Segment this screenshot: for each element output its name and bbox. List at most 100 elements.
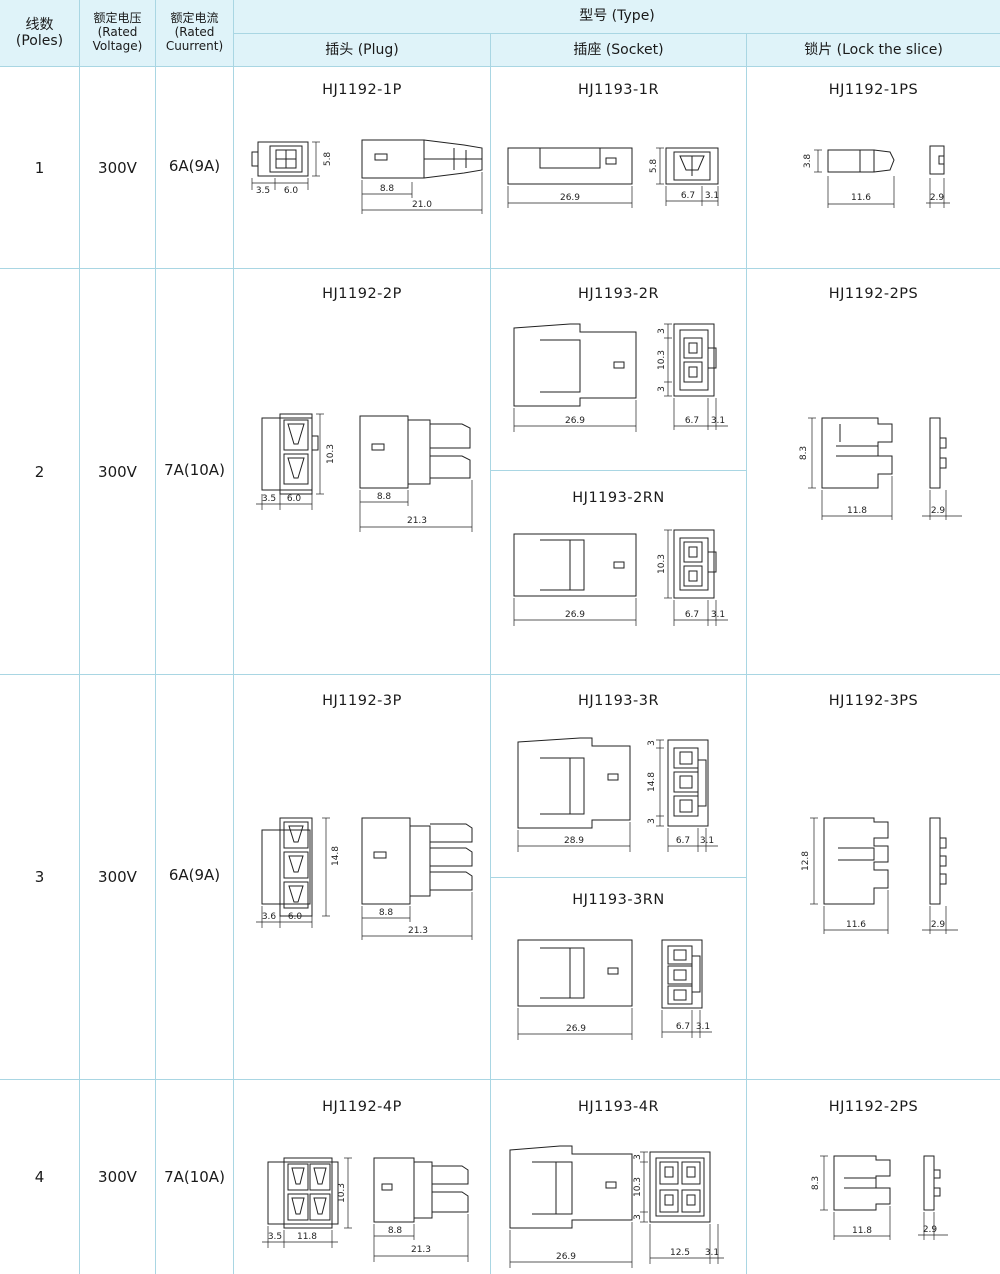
- plug-side-drawing-3p: [361, 817, 473, 905]
- header-lock: 锁片 (Lock the slice): [747, 34, 1000, 66]
- socket-front-drawing-3rn: [661, 939, 703, 1009]
- dimension-label: 14.8: [647, 772, 657, 792]
- plug-side-drawing-2p: [359, 415, 471, 489]
- dimension-label: 8.3: [811, 1176, 821, 1190]
- dimension-label: 8.8: [379, 908, 394, 918]
- socket-model-name: HJ1193-3RN: [572, 892, 665, 908]
- header-current-cn: 额定电流: [170, 11, 219, 26]
- header-poles: 线数 (Poles): [0, 0, 79, 66]
- dimension-label: 6.7: [685, 610, 699, 620]
- dimension-label: 8.8: [388, 1226, 403, 1236]
- plug-front-drawing-3p: [261, 817, 313, 917]
- voltage-cell: 300V: [98, 1168, 137, 1186]
- grid-line: [0, 674, 1000, 675]
- socket-side-drawing-1r: [507, 147, 633, 185]
- plug-front-drawing-1p: [251, 141, 309, 177]
- lock-side-drawing-3ps: [823, 817, 889, 905]
- dimension-label: 3: [633, 1154, 643, 1160]
- dimension-label: 26.9: [565, 610, 585, 620]
- plug-model-name: HJ1192-3P: [322, 693, 402, 709]
- dimension-label: 10.3: [337, 1183, 347, 1203]
- voltage-cell: 300V: [98, 462, 137, 481]
- dimension-label: 12.5: [670, 1248, 690, 1258]
- header-lock-label: 锁片 (Lock the slice): [804, 41, 943, 58]
- header-poles-cn: 线数: [25, 16, 54, 33]
- dimension-label: 2.9: [931, 506, 946, 516]
- dimension-label: 3: [647, 818, 657, 824]
- lock-model-name: HJ1192-2PS: [828, 286, 919, 302]
- lock-side-drawing-4ps: [833, 1155, 891, 1211]
- dimension-label: 11.6: [846, 920, 866, 930]
- dimension-label: 11.8: [852, 1226, 872, 1236]
- dimension-label: 3: [633, 1214, 643, 1220]
- voltage-cell: 300V: [98, 158, 137, 177]
- dimension-label: 21.3: [408, 926, 428, 936]
- socket-side-drawing-3r: [517, 737, 631, 829]
- socket-side-drawing-4r: [509, 1145, 633, 1229]
- dimension-label: 3.8: [803, 154, 813, 169]
- header-current-en-2: Cuurrent): [165, 38, 224, 53]
- lock-end-drawing-3ps: [929, 817, 947, 905]
- dimension-label: 6.0: [284, 186, 299, 196]
- dimension-label: 6.0: [288, 912, 303, 922]
- grid-line: [155, 0, 156, 1274]
- socket-front-drawing-2r: [673, 323, 717, 397]
- poles-cell: 2: [34, 462, 45, 481]
- grid-line: [234, 33, 1000, 34]
- dimension-label: 6.7: [681, 191, 695, 201]
- grid-line: [491, 877, 746, 878]
- dimension-label: 6.7: [676, 836, 690, 846]
- grid-line: [746, 33, 747, 1274]
- lock-end-drawing-2ps: [929, 417, 947, 489]
- dimension-label: 5.8: [649, 159, 659, 174]
- plug-model-name: HJ1192-1P: [322, 82, 402, 98]
- plug-front-drawing-4p: [267, 1157, 339, 1229]
- lock-model-name: HJ1192-2PS: [828, 1099, 919, 1115]
- dimension-label: 21.3: [407, 516, 427, 526]
- grid-line: [0, 66, 1000, 67]
- dimension-label: 3.1: [711, 416, 725, 426]
- dimension-label: 3: [657, 386, 667, 392]
- header-voltage-en-2: Voltage): [92, 38, 143, 53]
- header-socket: 插座 (Socket): [491, 34, 746, 66]
- dimension-label: 2.9: [931, 920, 946, 930]
- dimension-label: 3.1: [700, 836, 714, 846]
- current-cell: 6A(9A): [168, 866, 221, 884]
- socket-model-name: HJ1193-2RN: [572, 490, 665, 506]
- plug-side-drawing-4p: [373, 1157, 469, 1223]
- plug-front-drawing-2p: [261, 413, 319, 495]
- voltage-cell: 300V: [98, 868, 137, 886]
- socket-side-drawing-3rn: [517, 939, 633, 1007]
- dimension-label: 26.9: [556, 1252, 576, 1262]
- dimension-label: 3.1: [705, 1248, 719, 1258]
- dimension-label: 26.9: [565, 416, 585, 426]
- dimension-label: 3.5: [268, 1232, 282, 1242]
- lock-side-drawing-2ps: [821, 417, 893, 489]
- dimension-label: 3.5: [256, 186, 270, 196]
- dimension-label: 3.1: [705, 191, 719, 201]
- current-cell: 7A(10A): [164, 460, 225, 479]
- dimension-label: 21.0: [412, 200, 432, 210]
- lock-end-drawing-4ps: [923, 1155, 941, 1211]
- grid-line: [490, 33, 491, 1274]
- dimension-label: 11.6: [851, 193, 871, 203]
- dimension-label: 3: [647, 740, 657, 746]
- poles-cell: 3: [34, 868, 45, 886]
- dimension-label: 2.9: [930, 193, 945, 203]
- header-type-label: 型号 (Type): [579, 8, 655, 25]
- dimension-label: 6.7: [676, 1022, 690, 1032]
- socket-front-drawing-2rn: [673, 529, 717, 599]
- socket-front-drawing-1r: [665, 147, 719, 185]
- dimension-label: 8.8: [380, 184, 395, 194]
- header-type: 型号 (Type): [234, 0, 1000, 33]
- dimension-label: 3.6: [262, 912, 277, 922]
- current-cell: 7A(10A): [164, 1168, 225, 1186]
- header-plug: 插头 (Plug): [234, 34, 490, 66]
- dimension-label: 8.8: [377, 492, 392, 502]
- plug-model-name: HJ1192-4P: [322, 1099, 402, 1115]
- dimension-label: 3.1: [711, 610, 725, 620]
- lock-model-name: HJ1192-3PS: [828, 693, 919, 709]
- dimension-lines: [251, 141, 962, 1268]
- dimension-label: 6.7: [685, 416, 699, 426]
